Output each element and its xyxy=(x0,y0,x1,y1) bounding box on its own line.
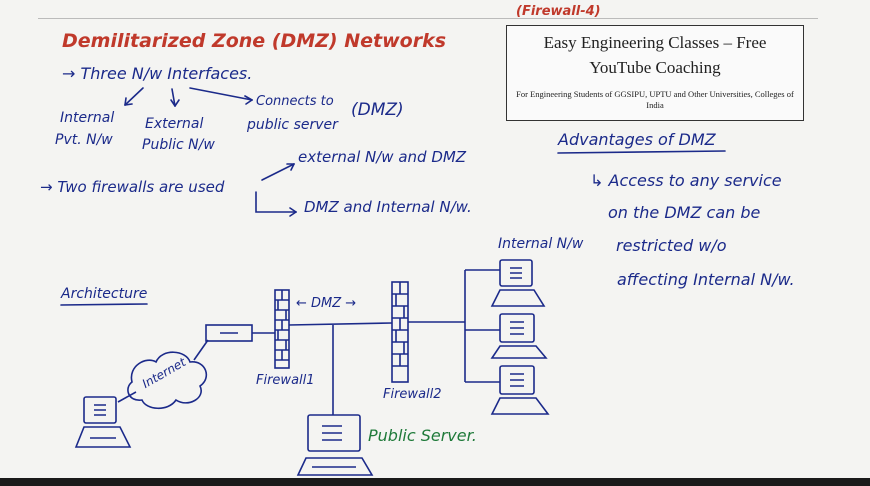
note-dmz-and-int: DMZ and Internal N/w. xyxy=(304,198,472,216)
info-box-subtitle: For Engineering Students of GGSIPU, UPTU… xyxy=(516,89,794,110)
info-box-line2: YouTube Coaching xyxy=(589,58,721,77)
frame-top-line xyxy=(38,18,818,19)
dmz-label: ← DMZ → xyxy=(296,296,357,311)
client-computer-icon xyxy=(74,396,132,448)
note-internal-1: Internal xyxy=(60,110,115,126)
public-server-icon xyxy=(296,414,374,476)
internal-computer-2-icon xyxy=(490,313,548,359)
advantages-heading: Advantages of DMZ xyxy=(558,130,716,149)
firewall2-label: Firewall2 xyxy=(383,387,442,402)
note-three-nw: → Three N/w Interfaces. xyxy=(62,64,253,83)
header-tag: (Firewall-4) xyxy=(516,4,601,19)
advantages-line1: ↳ Access to any service xyxy=(590,171,782,190)
note-connects-2: public server xyxy=(247,117,338,133)
advantages-line4: affecting Internal N/w. xyxy=(617,270,795,289)
info-box: Easy Engineering Classes – Free YouTube … xyxy=(506,25,804,121)
note-connects-1: Connects to xyxy=(256,94,334,109)
public-server-label: Public Server. xyxy=(368,426,477,445)
firewall1-icon xyxy=(274,289,290,369)
page-title: Demilitarized Zone (DMZ) Networks xyxy=(62,30,447,52)
architecture-label: Architecture xyxy=(61,286,148,302)
internal-computer-1-icon xyxy=(490,259,546,307)
note-ext-and-dmz: external N/w and DMZ xyxy=(298,148,467,166)
network-diagram xyxy=(74,259,550,476)
firewall2-icon xyxy=(391,281,409,383)
note-dmz-paren: (DMZ) xyxy=(351,100,404,120)
note-two-firewalls: → Two firewalls are used xyxy=(40,178,225,196)
note-internal-2: Pvt. N/w xyxy=(55,132,113,148)
advantages-line2: on the DMZ can be xyxy=(608,203,761,222)
internal-computer-3-icon xyxy=(490,365,550,415)
frame-bottom-bar xyxy=(0,478,870,486)
note-external-1: External xyxy=(145,116,204,132)
advantages-line3: restricted w/o xyxy=(616,236,727,255)
note-external-2: Public N/w xyxy=(142,137,215,153)
info-box-line1: Easy Engineering Classes – Free xyxy=(543,33,767,52)
firewall1-label: Firewall1 xyxy=(256,373,315,388)
internet-cloud-icon xyxy=(127,351,208,410)
internal-nw-label: Internal N/w xyxy=(498,236,584,252)
